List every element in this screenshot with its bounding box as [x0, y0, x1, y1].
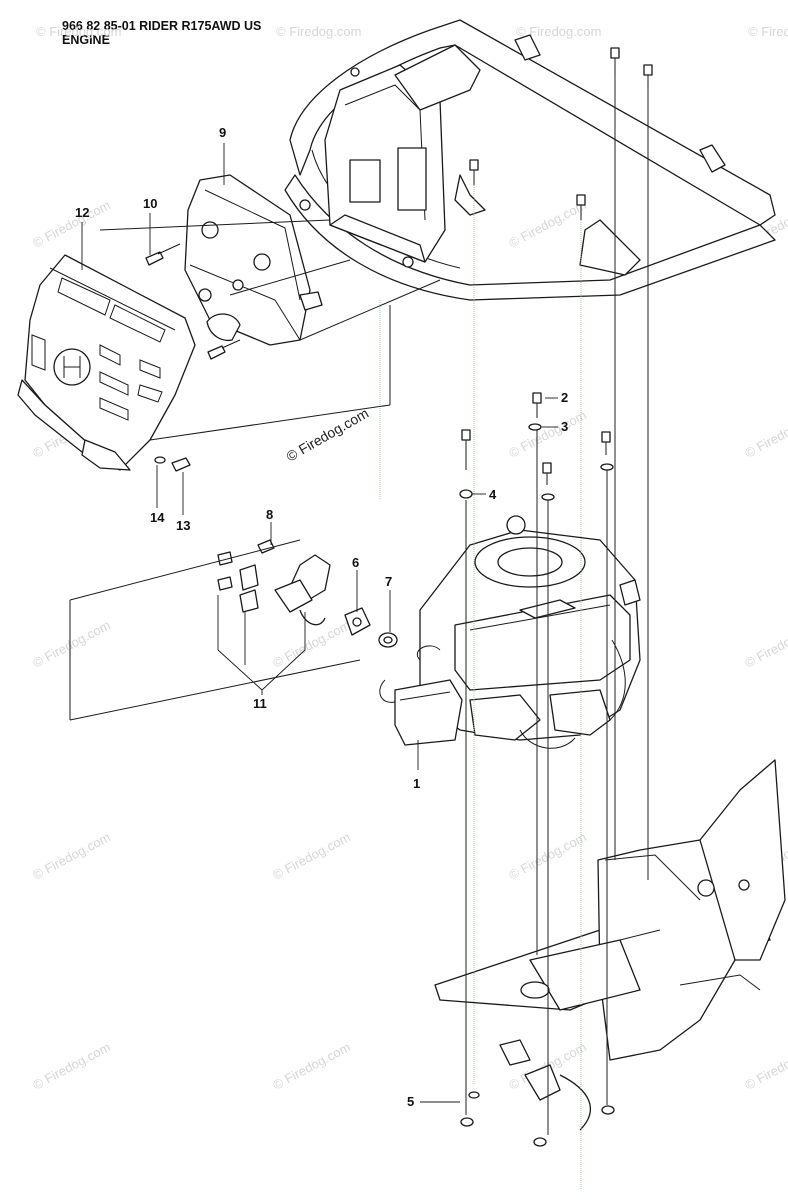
callout-2: 2: [561, 390, 568, 405]
watermark: © Firedog.com: [270, 829, 352, 882]
watermark: © Firedog.com: [30, 617, 112, 670]
callout-3: 3: [561, 419, 568, 434]
watermark: © Firedog.com: [36, 24, 121, 39]
shroud-hardware: [145, 243, 241, 472]
engine-assembly: [379, 515, 641, 749]
callout-5: 5: [407, 1094, 414, 1109]
watermark: © Firedog.com: [30, 197, 112, 250]
watermark: © Firedog.com: [270, 617, 352, 670]
lower-chassis: [434, 759, 786, 1131]
callout-9: 9: [219, 125, 226, 140]
watermark: © Firedog.com: [748, 24, 788, 39]
engine-shroud: [17, 254, 196, 471]
callout-8: 8: [266, 507, 273, 522]
watermark: © Firedog.com: [276, 24, 361, 39]
watermark: © Firedog.com: [270, 1039, 352, 1092]
watermark: © Firedog.com: [506, 407, 588, 460]
callout-6: 6: [352, 555, 359, 570]
callout-1: 1: [413, 776, 420, 791]
watermark: © Firedog.com: [516, 24, 601, 39]
callout-13: 13: [176, 518, 190, 533]
intake-housing: [184, 174, 323, 346]
callout-4: 4: [489, 487, 497, 502]
callout-10: 10: [143, 196, 157, 211]
group-outlines: [69, 219, 441, 721]
section-title: ENGINE: [62, 33, 110, 47]
diagram-header: 966 82 85-01 RIDER R175AWD US ENGINE: [62, 19, 261, 47]
leader-lines: [81, 143, 558, 1103]
callout-14: 14: [150, 510, 165, 525]
model-title: 966 82 85-01 RIDER R175AWD US: [62, 19, 262, 33]
mount-hardware: [459, 47, 653, 1147]
callout-11: 11: [253, 696, 267, 711]
watermark: © Firedog.com: [742, 617, 788, 670]
callout-12: 12: [75, 205, 89, 220]
callout-labels: 9 10 12 14 13 8 6 7 11 1 2 3 4 5: [75, 125, 568, 1109]
upper-frame: [284, 19, 776, 301]
callout-7: 7: [385, 574, 392, 589]
watermark: © Firedog.com: [30, 1039, 112, 1092]
watermark: © Firedog.com: [742, 407, 788, 460]
assembly-axes: [379, 75, 649, 1190]
watermark: © Firedog.com: [742, 1039, 788, 1092]
watermark: © Firedog.com: [30, 829, 112, 882]
